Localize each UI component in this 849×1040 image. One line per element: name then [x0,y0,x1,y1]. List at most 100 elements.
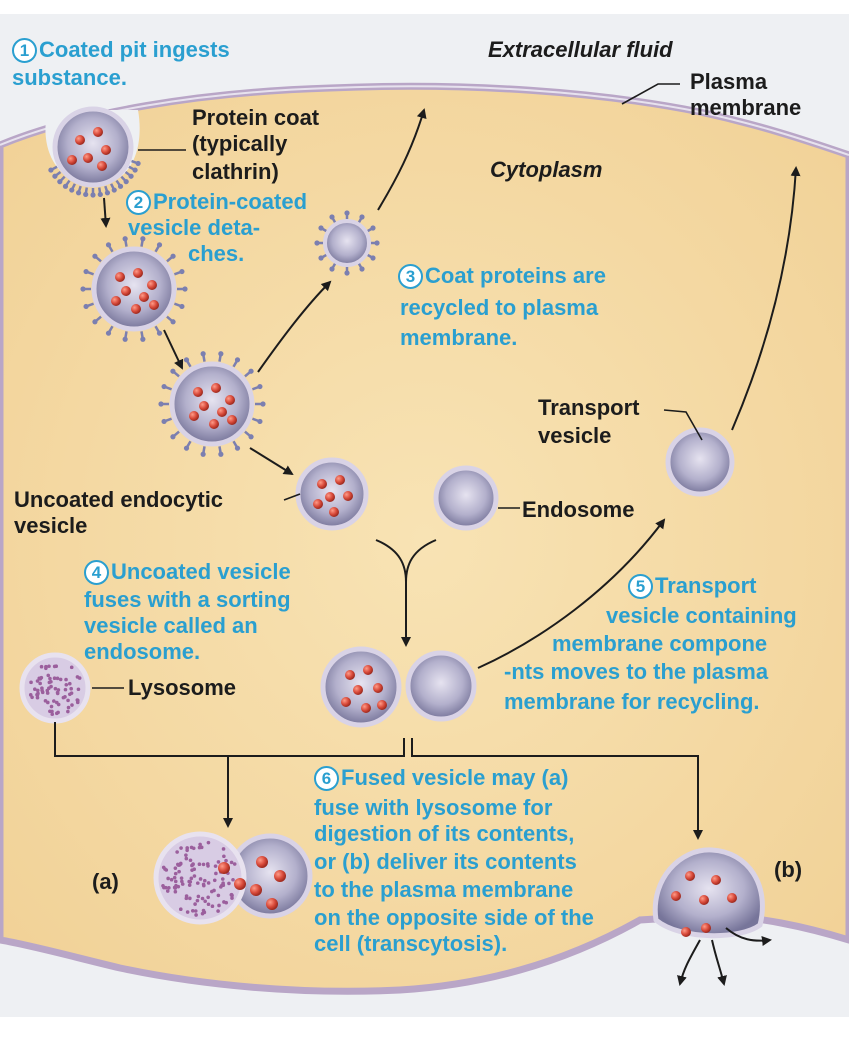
cargo-molecule [115,272,125,282]
hydrolase-dot [201,862,206,867]
hydrolase-dot [229,892,234,897]
hydrolase-dot [212,878,217,883]
hydrolase-dot [38,681,42,686]
protein-coat-label-2: (typically [192,131,288,156]
hydrolase-dot [180,882,185,886]
hydrolase-dot [189,876,194,881]
hydrolase-dot [221,847,226,851]
coat-protein-tip [117,183,124,189]
hydrolase-dot [176,862,180,867]
cargo-molecule [189,411,199,421]
coat-protein-tip [218,351,224,357]
step-4-line-4: endosome. [84,639,201,664]
hydrolase-dot [221,881,225,885]
hydrolase-dot [188,858,193,863]
coat-protein-tip [105,330,112,336]
coat-protein-tip [234,445,241,451]
coat-protein-tip [248,368,254,374]
cargo-molecule [149,300,159,310]
step-5-line-2: vesicle containing [606,603,797,628]
hydrolase-dot [230,896,234,900]
coat-protein-tip [200,451,206,457]
coat-protein-tip [80,286,86,292]
hydrolase-dot [63,687,68,692]
hydrolase-dot [66,698,70,703]
cargo-molecule [121,286,131,296]
hydrolase-dot [232,862,237,866]
coat-protein-tip [123,179,129,185]
hydrolase-dot [28,693,33,697]
cargo-molecule [227,415,237,425]
coat-protein-tip [122,236,128,242]
hydrolase-dot [45,691,50,695]
hydrolase-dot [40,688,44,693]
cytoplasm-label: Cytoplasm [490,157,603,182]
step-1-number: 1 [12,38,37,63]
hydrolase-dot [198,877,203,881]
coat-protein-tip [329,214,335,220]
hydrolase-dot [52,676,57,681]
hydrolase-dot [216,860,221,864]
hydrolase-dot [197,845,202,850]
extracellular-fluid-label: Extracellular fluid [488,37,673,62]
step-2-number: 2 [126,190,151,215]
cargo-molecule [199,401,209,411]
hydrolase-dot [55,700,59,705]
hydrolase-dot [68,692,72,697]
hydrolase-dot [192,874,197,878]
hydrolase-dot [227,881,231,886]
hydrolase-dot [39,664,44,669]
step-4-line-2: fuses with a sorting [84,587,291,612]
coat-protein-tip [200,351,206,357]
hydrolase-dot [46,673,51,678]
hydrolase-dot [206,840,211,845]
coat-protein-tip [156,330,163,336]
cargo-molecule [225,395,235,405]
hydrolase-dot [76,687,81,692]
coat-protein-tip [140,236,146,242]
hydrolase-dot [198,842,202,847]
hydrolase-dot [35,688,40,693]
hydrolase-dot [175,850,179,854]
hydrolase-dot [58,677,63,682]
hydrolase-dot [177,869,181,874]
hydrolase-dot [173,871,178,876]
hydrolase-dot [210,889,214,894]
coat-protein-tip [105,242,112,248]
hydrolase-dot [231,877,235,882]
hydrolase-dot [229,860,234,865]
hydrolase-dot [172,875,177,880]
hydrolase-dot [220,877,225,881]
hydrolase-dot [45,700,50,705]
coat-protein-tip [104,190,111,196]
hydrolase-dot [75,675,80,679]
coat-protein-tip [92,253,98,259]
hydrolase-dot [173,889,178,894]
hydrolase-dot [169,877,174,882]
hydrolase-dot [191,862,195,866]
step-5-line-5: membrane for recycling. [504,689,760,714]
step-6-number: 6 [314,766,339,791]
uncoated-vesicle-label-1: Uncoated endocytic [14,487,224,512]
hydrolase-dot [36,691,40,696]
coat-protein-tip [62,183,69,189]
coat-protein-tip [344,210,350,216]
hydrolase-dot [173,879,178,884]
hydrolase-dot [205,862,210,866]
hydrolase-dot [47,664,51,669]
endosome-label: Endosome [522,497,635,522]
hydrolase-dot [55,676,60,681]
hydrolase-dot [52,699,56,703]
hydrolase-dot [190,868,194,872]
coat-protein-tip [314,240,320,246]
hydrolase-dot [64,677,68,682]
coat-protein-tip [374,240,380,246]
hydrolase-dot [66,709,70,714]
coated-vesicle-2 [158,351,266,457]
hydrolase-dot [188,896,192,901]
coat-protein-tip [170,253,176,259]
coat-protein-tip [359,266,365,272]
